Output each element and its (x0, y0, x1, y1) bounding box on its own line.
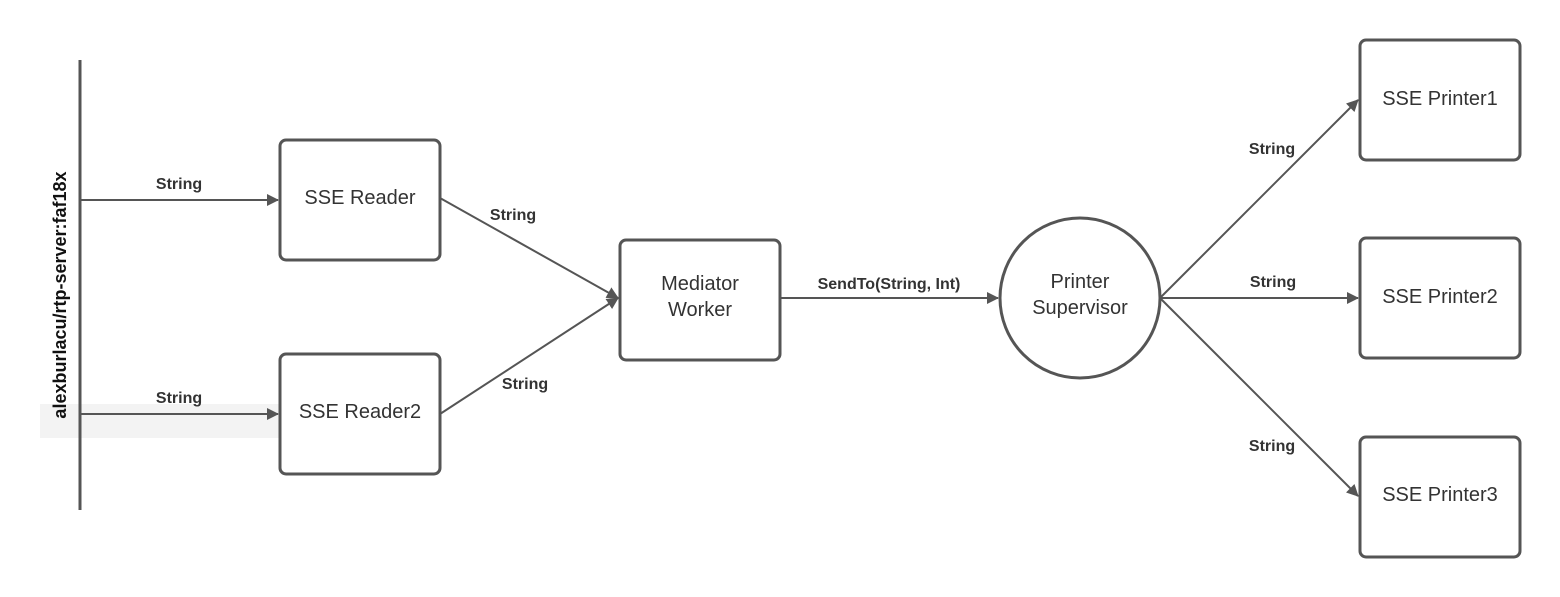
node-sse-printer3[interactable] (1358, 435, 1522, 559)
edge-label-supervisor-printer3: String (1249, 438, 1295, 455)
node-printer-supervisor-line2: Supervisor (1032, 297, 1128, 319)
edge-label-supervisor-printer1: String (1249, 141, 1295, 158)
edge-label-source-reader1: String (156, 176, 202, 193)
edge-reader2-mediator (439, 297, 619, 415)
node-mediator-worker-line2: Worker (668, 299, 732, 321)
node-sse-printer2[interactable] (1358, 236, 1522, 360)
node-sse-reader-label: SSE Reader (304, 187, 416, 209)
edge-label-reader1-mediator: String (490, 207, 536, 224)
edge-label-supervisor-printer2: String (1250, 274, 1296, 291)
edge-label-mediator-supervisor: SendTo(String, Int) (818, 276, 961, 293)
source-label: alexburlacu/rtp-server:faf18x (50, 171, 70, 418)
node-sse-reader2-label: SSE Reader2 (299, 401, 421, 423)
node-sse-printer3-label: SSE Printer3 (1382, 484, 1498, 506)
highlight-band (40, 404, 280, 438)
node-sse-printer1-label: SSE Printer1 (1382, 88, 1498, 110)
edge-supervisor-printer1 (1159, 99, 1359, 299)
node-sse-printer2-label: SSE Printer2 (1382, 286, 1498, 308)
node-sse-reader[interactable] (278, 138, 442, 262)
node-mediator-worker[interactable] (618, 238, 782, 362)
edge-label-source-reader2: String (156, 390, 202, 407)
edge-label-reader2-mediator: String (502, 376, 548, 393)
node-sse-printer1[interactable] (1358, 38, 1522, 162)
node-mediator-worker-line1: Mediator (661, 273, 739, 295)
edge-supervisor-printer3 (1159, 297, 1359, 497)
edge-reader1-mediator (439, 197, 619, 299)
node-printer-supervisor-line1: Printer (1051, 271, 1110, 293)
